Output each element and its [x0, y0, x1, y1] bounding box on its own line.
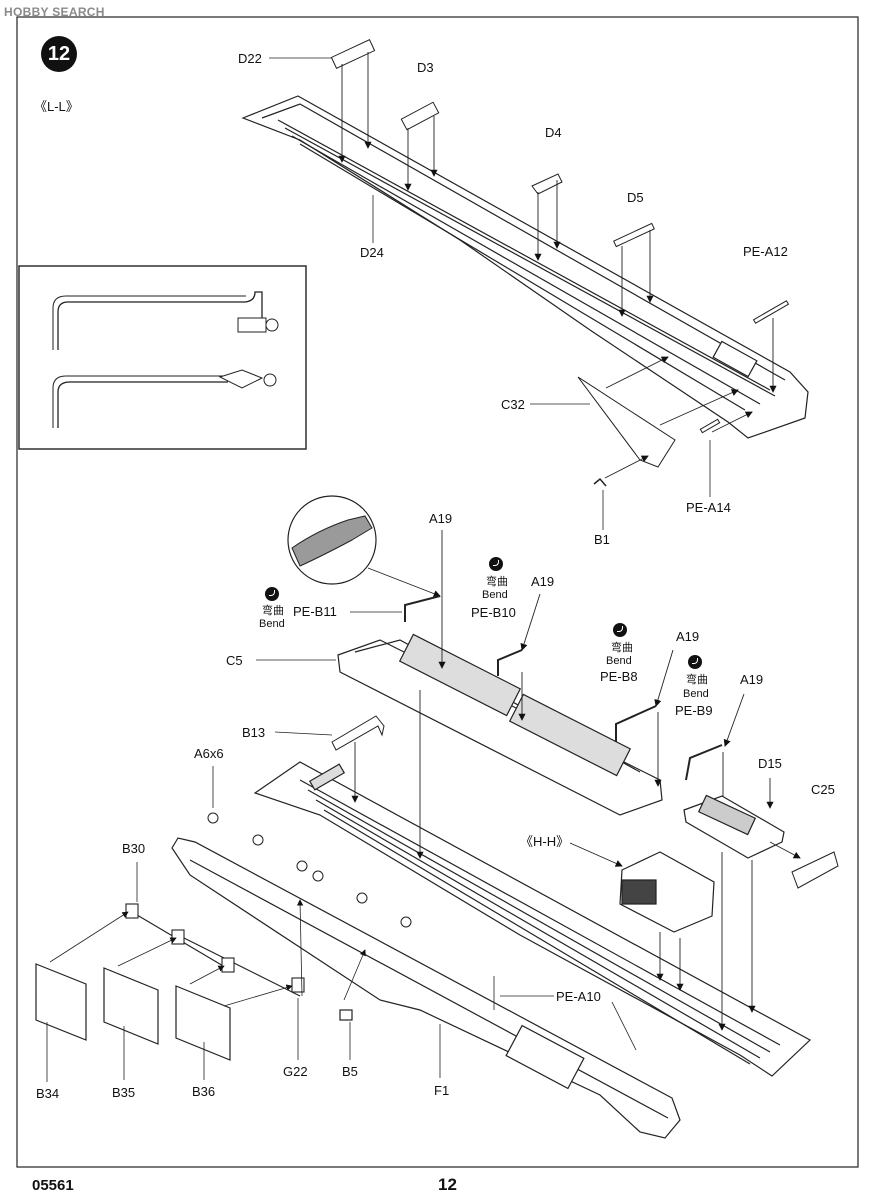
step-number-badge: 12	[41, 36, 77, 72]
page-frame	[16, 16, 859, 1168]
label-b36: B36	[192, 1084, 216, 1099]
bend-icon-b11	[265, 587, 279, 601]
bend-cn-b11: 弯曲	[262, 605, 284, 617]
label-pe-b8: PE-B8	[600, 669, 638, 684]
middle-label-ticks	[256, 611, 402, 736]
lower-rail	[253, 761, 812, 1077]
label-d24: D24	[360, 245, 384, 260]
label-b34: B34	[36, 1086, 60, 1101]
part-c32	[577, 376, 676, 468]
lower-label-ticks	[46, 766, 637, 1082]
label-c5: C5	[226, 653, 243, 668]
page-number: 12	[438, 1175, 457, 1194]
bend-cn-b10: 弯曲	[486, 576, 508, 588]
bend-cn-b9: 弯曲	[686, 674, 708, 686]
label-pe-a12: PE-A12	[743, 244, 788, 259]
magnified-detail	[287, 495, 441, 598]
bend-en-b8: Bend	[606, 655, 632, 667]
upper-leaders	[338, 52, 777, 479]
part-pe-b9	[685, 744, 723, 781]
label-a19-2: A19	[531, 574, 555, 589]
part-c25	[791, 851, 839, 889]
brackets-b30	[125, 903, 305, 997]
label-hh: 《H-H》	[520, 834, 570, 849]
label-b30: B30	[122, 841, 146, 856]
part-d15	[683, 794, 785, 859]
label-pe-a14: PE-A14	[686, 500, 731, 515]
panel-leaders	[49, 899, 366, 1007]
label-pe-b9: PE-B9	[675, 703, 713, 718]
part-pe-a12	[752, 300, 790, 324]
bend-en-b10: Bend	[482, 589, 508, 601]
label-b5: B5	[342, 1064, 358, 1079]
label-pe-a10: PE-A10	[556, 989, 601, 1004]
bend-en-b9: Bend	[683, 688, 709, 700]
bend-en-b11: Bend	[259, 618, 285, 630]
lower-leaders	[351, 690, 801, 1031]
view-label-ll: 《L-L》	[34, 99, 79, 114]
label-c25: C25	[811, 782, 835, 797]
label-d15: D15	[758, 756, 782, 771]
label-d22: D22	[238, 51, 262, 66]
part-d22	[330, 39, 376, 69]
label-b1: B1	[594, 532, 610, 547]
part-pe-a14	[699, 418, 721, 434]
middle-leaders	[438, 530, 774, 811]
label-b35: B35	[112, 1085, 136, 1100]
chassis-f1	[171, 837, 681, 1139]
product-code: 05561	[32, 1177, 74, 1194]
bend-icon-b8	[613, 623, 627, 637]
label-d5: D5	[627, 190, 644, 205]
part-pe-b11	[404, 595, 441, 622]
inset-detail	[18, 265, 307, 450]
watermark: HOBBY SEARCH	[4, 5, 105, 19]
part-b1	[593, 477, 607, 487]
label-a6x6: A6x6	[194, 746, 224, 761]
part-d3	[400, 101, 440, 131]
rail-d24	[241, 95, 809, 439]
knobs-a6x6	[207, 812, 412, 928]
label-d3: D3	[417, 60, 434, 75]
panels	[35, 963, 231, 1061]
label-a19-4: A19	[740, 672, 764, 687]
bend-icon-b9	[688, 655, 702, 669]
label-pe-b10: PE-B10	[471, 605, 516, 620]
label-a19-3: A19	[676, 629, 700, 644]
tray-c5	[337, 633, 663, 816]
upper-label-ticks	[269, 57, 711, 530]
part-d5	[613, 222, 655, 248]
bend-cn-b8: 弯曲	[611, 642, 633, 654]
part-b13	[331, 715, 385, 751]
label-pe-b11: PE-B11	[293, 604, 337, 619]
label-d4: D4	[545, 125, 562, 140]
bend-icon-b10	[489, 557, 503, 571]
label-a19-1: A19	[429, 511, 453, 526]
label-f1: F1	[434, 1083, 450, 1098]
part-d4	[531, 173, 563, 195]
part-pe-b10	[497, 649, 523, 676]
label-b13: B13	[242, 725, 266, 740]
label-g22: G22	[283, 1064, 308, 1079]
part-pe-b8	[615, 705, 657, 742]
part-hh-block	[619, 851, 715, 933]
label-c32: C32	[501, 397, 525, 412]
